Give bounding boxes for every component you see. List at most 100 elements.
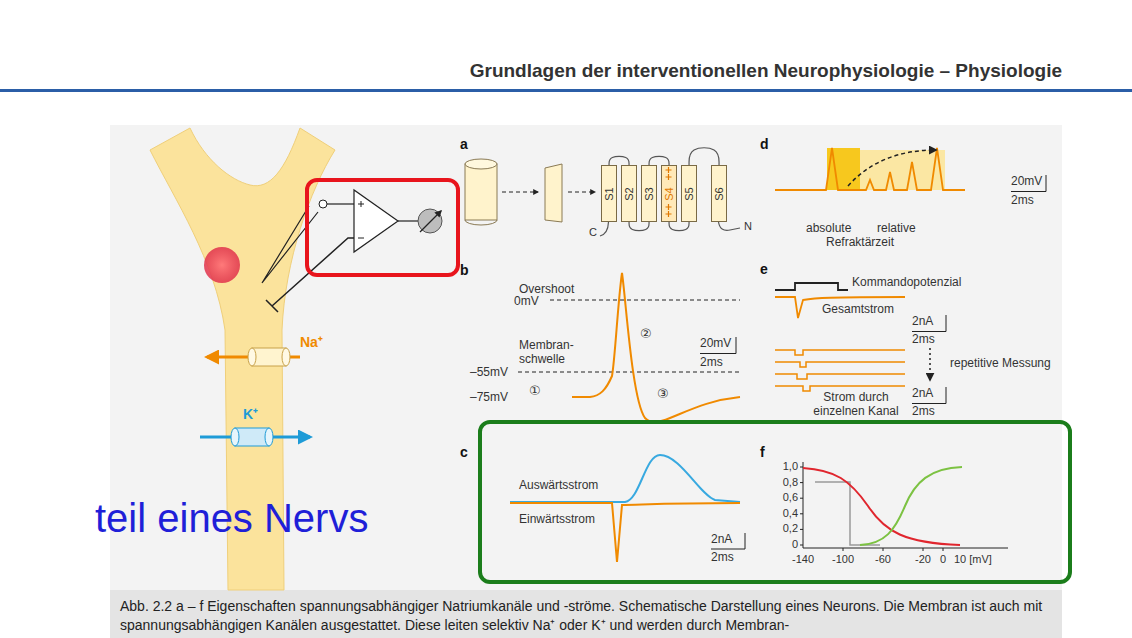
transmembrane-segment: S2 [621, 165, 637, 222]
segment-label: S5 [683, 187, 695, 200]
segment-label: S2 [623, 187, 635, 200]
channel-segment [545, 164, 562, 222]
transmembrane-segment: S1 [601, 165, 617, 222]
axis-value: 0,6 [783, 491, 798, 504]
trace-label: Einwärtsstrom [519, 512, 595, 526]
segment-label: S6 [713, 187, 725, 200]
k-channel [235, 428, 269, 446]
na-channel [248, 348, 256, 366]
ion-label: K⁺ [243, 406, 258, 423]
segment-label: S1 [603, 187, 615, 200]
panel-letter: a [460, 136, 468, 153]
axis-value: 1,0 [783, 460, 798, 473]
single-channel-trace [775, 374, 905, 379]
outward-current-trace [510, 455, 740, 502]
wire [398, 220, 418, 221]
panel-letter: f [760, 444, 765, 461]
scale-label: 2ms [1011, 193, 1034, 207]
meter-symbol [418, 209, 442, 233]
repeat-arrow [929, 348, 931, 380]
axis-value: -140 [792, 553, 814, 566]
axis-value: 0,2 [783, 522, 798, 535]
na-channel [282, 348, 290, 366]
segment-label: S4 [663, 187, 675, 200]
step-arrow [568, 192, 595, 193]
trace-label: Auswärtsstrom [519, 478, 598, 492]
trace-label: Strom durch einzelnen Kanal [806, 390, 906, 419]
command-step [775, 283, 848, 290]
segment-fill [601, 165, 616, 222]
step-curve [815, 482, 880, 545]
callout-number: ③ [657, 386, 669, 402]
recovery-arrow [848, 150, 936, 186]
trace-label: Gesamtstrom [822, 302, 894, 316]
axis-value: 0 [940, 553, 946, 566]
linker-loop [609, 156, 629, 165]
wire [327, 203, 354, 204]
threshold-line [518, 372, 740, 373]
axis-value: –55mV [470, 365, 508, 379]
channel-cylinder [465, 220, 497, 225]
axis-value: 0mV [514, 294, 539, 308]
transmembrane-segment: S4 [661, 165, 677, 222]
linker-loop [629, 222, 649, 231]
scale-label: 20mV [700, 336, 731, 350]
scale-bar [1011, 175, 1046, 192]
amplifier-symbol [354, 190, 398, 252]
meter-arrow [420, 211, 441, 232]
axis-value: 10 [mV] [954, 553, 992, 566]
na-channel [252, 348, 286, 366]
terminus-tail [600, 222, 609, 236]
scale-label: 2nA [912, 386, 933, 400]
scale-label: 2ms [711, 550, 734, 564]
highlight-frame [480, 422, 1070, 582]
transmembrane-segment: S6 [711, 165, 727, 222]
axis-value: 0 [792, 538, 798, 551]
scale-bar [912, 387, 946, 404]
segment-fill [621, 165, 636, 222]
scale-label: 2ms [912, 332, 935, 346]
single-channel-trace [775, 362, 905, 367]
terminus-label: N [744, 220, 752, 233]
panel-letter: e [760, 261, 768, 278]
ion-label: Na⁺ [300, 334, 323, 351]
scale-label: 2nA [711, 532, 732, 546]
channel-cylinder [465, 159, 497, 169]
axis-value: –75mV [470, 390, 508, 404]
k-channel [231, 428, 239, 446]
inactivation-curve [803, 468, 960, 545]
axis-value: 0,4 [783, 507, 798, 520]
total-current-trace [775, 297, 905, 318]
annotation-text: teil eines Nervs [95, 494, 368, 542]
caption-band [110, 590, 1062, 638]
scale-bar [700, 337, 736, 354]
scale-bar [912, 315, 946, 332]
reference-line [550, 300, 740, 301]
scale-label: 20mV [1011, 174, 1042, 188]
axis-value: -60 [875, 553, 891, 566]
nucleus [204, 247, 240, 283]
axis-value: -100 [832, 553, 854, 566]
amplifier-inputs [358, 201, 364, 238]
axis-value: 0,8 [783, 476, 798, 489]
segment-fill [711, 165, 726, 222]
callout-number: ② [640, 326, 652, 342]
single-channel-trace [775, 350, 905, 355]
inward-current-trace [510, 503, 740, 562]
segment-fill [641, 165, 656, 222]
scale-label: 2nA [912, 314, 933, 328]
highlight-frame [307, 180, 458, 275]
running-header: Grundlagen der interventionellen Neuroph… [470, 60, 1062, 83]
trace-label: Membran- schwelle [519, 338, 581, 367]
activation-curve [860, 467, 962, 545]
step-arrow [502, 192, 538, 193]
linker-loop [649, 156, 669, 165]
scale-label: 2ms [912, 404, 935, 418]
channel-cylinder [465, 164, 497, 220]
transmembrane-segment: S3 [641, 165, 657, 222]
segment-fill [681, 165, 696, 222]
